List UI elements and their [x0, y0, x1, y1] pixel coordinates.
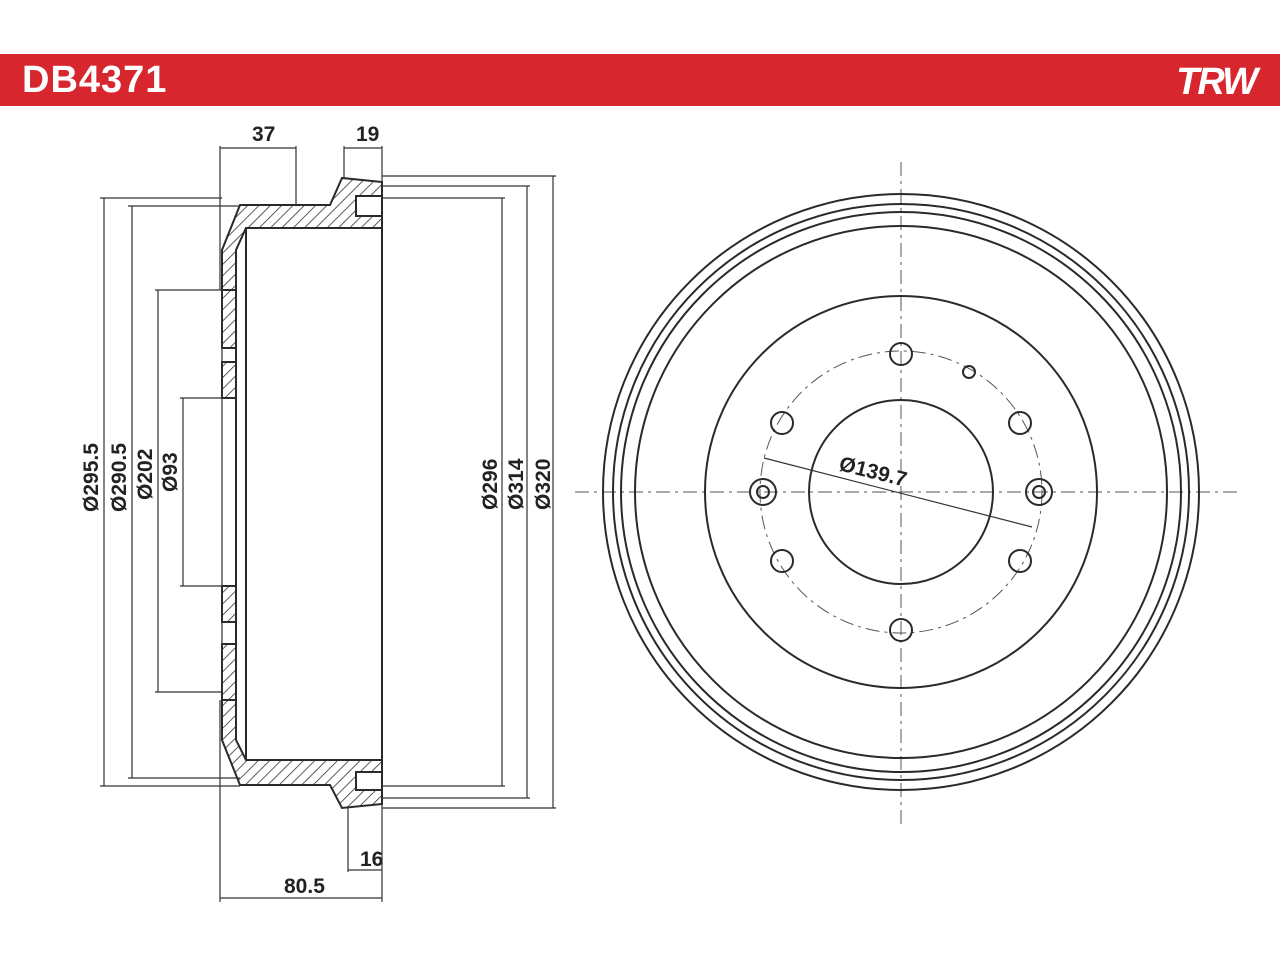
dim-d314: Ø314	[505, 458, 528, 510]
dim-19: 19	[356, 123, 379, 146]
bolt-hole-lower-left	[770, 549, 794, 573]
hub-segment-1	[221, 289, 237, 349]
part-number-title: DB4371	[22, 59, 168, 101]
side-section-view: 37 19 16 80.5 Ø295.5 Ø290.5 Ø202 Ø93 Ø29…	[80, 123, 556, 902]
trw-logo: TRW	[1176, 61, 1258, 103]
bolt-hole-left-inner	[756, 485, 770, 499]
center-bore	[808, 399, 994, 585]
bolt-hole-right-inner	[1032, 485, 1046, 499]
dim-16: 16	[360, 848, 383, 871]
dim-d93: Ø93	[159, 452, 182, 492]
dim-37: 37	[252, 123, 275, 146]
header-bar: DB4371 TRW	[0, 54, 1280, 106]
bolt-hole-left	[749, 478, 777, 506]
locating-hole	[962, 365, 976, 379]
drum-rim-3	[620, 211, 1182, 773]
bolt-pitch-circle	[759, 350, 1043, 634]
front-view: Ø139.7	[575, 162, 1240, 826]
hub-face	[704, 295, 1098, 689]
dim-d296: Ø296	[479, 459, 502, 510]
bolt-hole-lower-right	[1008, 549, 1032, 573]
hub-segment-2	[221, 361, 237, 399]
drum-outer-rim	[602, 193, 1200, 791]
dim-d202: Ø202	[134, 449, 157, 500]
dim-d320: Ø320	[532, 459, 555, 510]
bolt-hole-upper-left	[770, 411, 794, 435]
drum-rim-2	[612, 203, 1190, 781]
bolt-hole-right	[1025, 478, 1053, 506]
bolt-hole-bottom	[889, 618, 913, 642]
dim-d290-5: Ø290.5	[108, 443, 131, 512]
dim-80-5: 80.5	[284, 875, 325, 898]
bolt-circle-dimension-line	[763, 457, 1033, 528]
bolt-hole-top	[889, 342, 913, 366]
drum-rim-4	[634, 225, 1168, 759]
hub-segment-3	[221, 585, 237, 623]
bolt-hole-upper-right	[1008, 411, 1032, 435]
hub-segment-4	[221, 643, 237, 701]
dim-d295-5: Ø295.5	[80, 443, 103, 512]
